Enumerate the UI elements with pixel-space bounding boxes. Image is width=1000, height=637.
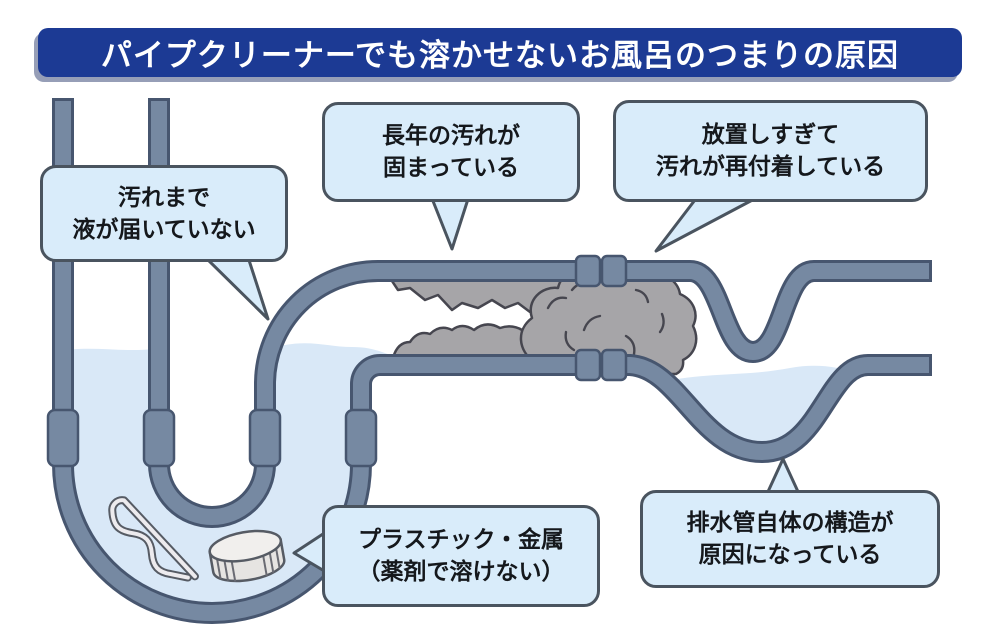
- callout-pipe-structure: 排水管自体の構造が 原因になっている: [640, 490, 940, 588]
- callout-line: 排水管自体の構造が: [686, 509, 894, 536]
- callout-line: 固まっている: [383, 154, 519, 180]
- pipe-joint-collars: [46, 254, 628, 468]
- callout-line: 長年の汚れが: [382, 122, 520, 149]
- bubble-tail-1: [200, 252, 270, 321]
- callout-line: プラスチック・金属: [357, 526, 565, 553]
- callout-line: 液が届いていない: [72, 215, 256, 242]
- callout-liquid-not-reaching: 汚れまで 液が届いていない: [40, 165, 288, 262]
- bottle-cap-icon: [208, 529, 286, 583]
- hairpin-icon: [108, 496, 199, 582]
- callout-line: 汚れが再付着している: [655, 153, 886, 179]
- bubble-tails: [200, 194, 802, 574]
- page-title: パイプクリーナーでも溶かせないお風呂のつまりの原因: [38, 28, 962, 77]
- callout-line: （薬剤で溶けない）: [357, 558, 565, 584]
- callout-plastic-metal: プラスチック・金属 （薬剤で溶けない）: [322, 505, 600, 607]
- pipe-walls: [52, 98, 932, 624]
- callout-line: 汚れまで: [118, 183, 210, 210]
- callout-hardened-grime: 長年の汚れが 固まっている: [322, 102, 580, 202]
- callout-line: 原因になっている: [698, 541, 882, 567]
- bubble-tail-2: [429, 194, 471, 251]
- callout-line: 放置しすぎて: [701, 121, 840, 148]
- callout-reattached-grime: 放置しすぎて 汚れが再付着している: [613, 100, 928, 202]
- bubble-tail-3: [654, 194, 762, 253]
